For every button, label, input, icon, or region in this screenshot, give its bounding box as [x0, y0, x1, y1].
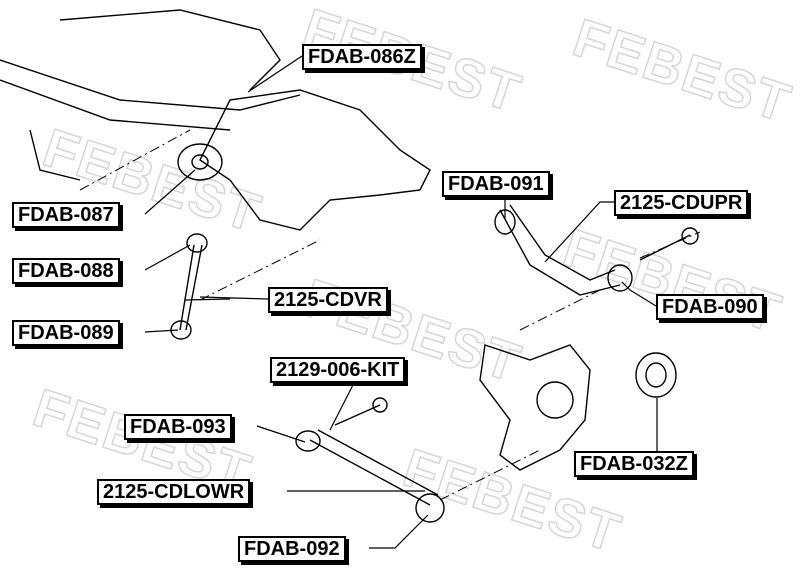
part-label-fdab-090: FDAB-090 [656, 294, 764, 320]
control-arm-outline [199, 89, 431, 231]
part-label-fdab-087: FDAB-087 [12, 202, 120, 228]
part-label-fdab-093: FDAB-093 [124, 414, 232, 440]
part-label-fdab-089: FDAB-089 [12, 320, 120, 346]
bushing-fdab-087 [177, 143, 223, 181]
part-label-2129-006-kit: 2129-006-KIT [270, 357, 406, 383]
part-label-fdab-092: FDAB-092 [238, 536, 346, 562]
part-label-fdab-032z: FDAB-032Z [574, 451, 694, 477]
subframe-outline [0, 9, 301, 181]
leader-lines [144, 55, 658, 549]
part-label-2125-cdlowr: 2125-CDLOWR [97, 479, 251, 505]
part-label-fdab-091: FDAB-091 [442, 171, 550, 197]
part-label-fdab-088: FDAB-088 [12, 258, 120, 284]
part-label-fdab-086z: FDAB-086Z [302, 44, 422, 70]
part-label-2125-cdupr: 2125-CDUPR [614, 190, 749, 216]
part-label-2125-cdvr: 2125-CDVR [268, 287, 388, 313]
